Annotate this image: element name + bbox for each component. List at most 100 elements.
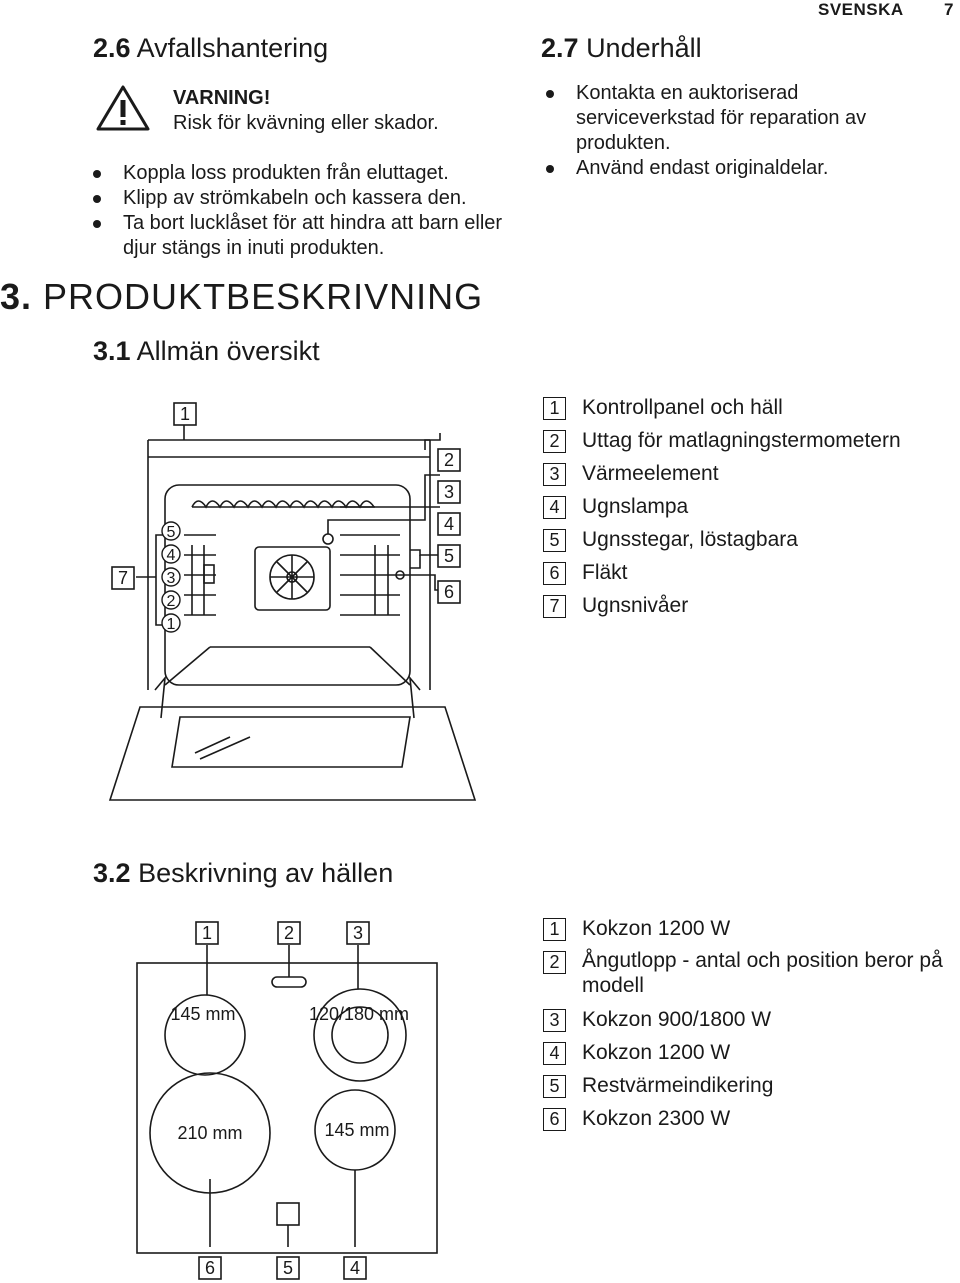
- chapter-title: PRODUKTBESKRIVNING: [43, 276, 484, 317]
- section-3-2-heading: 3.2 Beskrivning av hällen: [93, 858, 393, 889]
- section-2-7-heading: 2.7 Underhåll: [541, 33, 702, 64]
- callout-box: [173, 402, 197, 426]
- callout-7: 7: [118, 568, 128, 588]
- legend-text: Restvärmeindikering: [582, 1074, 774, 1097]
- legend-text: Kontrollpanel och häll: [582, 396, 783, 419]
- hob-callout-3: 3: [353, 923, 363, 943]
- shelf-level-1: 1: [167, 616, 176, 633]
- section-3-1-heading: 3.1 Allmän översikt: [93, 336, 320, 367]
- zone-label-3: 210 mm: [177, 1123, 242, 1143]
- hob-callout-4: 4: [350, 1258, 360, 1278]
- section-number: 3.1: [93, 336, 131, 366]
- callout-5: 5: [444, 546, 454, 566]
- legend-number: 3: [543, 463, 566, 486]
- legend-item: 5 Restvärmeindikering: [543, 1072, 953, 1105]
- list-item: Koppla loss produkten från eluttaget.: [93, 161, 513, 186]
- warning-block: VARNING! Risk för kvävning eller skador.: [173, 86, 503, 136]
- page-number: 7: [944, 0, 954, 19]
- section-title: Allmän översikt: [136, 336, 320, 366]
- legend-number: 6: [543, 562, 566, 585]
- warning-icon: [96, 85, 150, 131]
- legend-number: 4: [543, 1042, 566, 1065]
- legend-text: Ugnsnivåer: [582, 594, 689, 617]
- callout-4: 4: [444, 514, 454, 534]
- legend-text: Kokzon 1200 W: [582, 1041, 731, 1064]
- legend-item: 1 Kokzon 1200 W: [543, 915, 953, 948]
- shelf-level-4: 4: [167, 547, 176, 564]
- legend-item: 6 Kokzon 2300 W: [543, 1105, 953, 1138]
- callout-6: 6: [444, 582, 454, 602]
- legend-text: Kokzon 1200 W: [582, 917, 731, 940]
- legend-number: 2: [543, 951, 566, 974]
- callout-box: [437, 480, 461, 504]
- legend-number: 4: [543, 496, 566, 519]
- callout-box: [437, 448, 461, 472]
- warning-title: VARNING!: [173, 87, 271, 109]
- header-language: SVENSKA: [818, 0, 904, 19]
- zone-label-1: 145 mm: [170, 1004, 235, 1024]
- legend-number: 5: [543, 529, 566, 552]
- legend-item: 6 Fläkt: [543, 559, 953, 592]
- oven-legend: 1 Kontrollpanel och häll 2 Uttag för matla…: [543, 394, 953, 625]
- shelf-level-3: 3: [167, 570, 176, 587]
- callout-box: [437, 580, 461, 604]
- hob-callout-2: 2: [284, 923, 294, 943]
- legend-number: 3: [543, 1009, 566, 1032]
- legend-number: 5: [543, 1075, 566, 1098]
- list-item: Använd endast originaldelar.: [546, 156, 906, 181]
- list-item: Ta bort lucklåset för att hindra att bar…: [93, 211, 513, 261]
- legend-item: 3 Kokzon 900/1800 W: [543, 1006, 953, 1039]
- legend-item: 2 Uttag för matlagningstermometern: [543, 427, 953, 460]
- shelf-level-5: 5: [167, 524, 176, 541]
- section-2-6-heading: 2.6 Avfallshantering: [93, 33, 328, 64]
- hob-figure: 145 mm 120/180 mm 210 mm 145 mm 1 2 3 6 …: [136, 921, 438, 1280]
- section-number: 3.2: [93, 858, 131, 888]
- callout-box: [437, 512, 461, 536]
- legend-text: Ugnsstegar, löstagbara: [582, 528, 798, 551]
- section-title: Avfallshantering: [136, 33, 329, 63]
- warning-text: Risk för kvävning eller skador.: [173, 112, 439, 134]
- legend-number: 2: [543, 430, 566, 453]
- legend-item: 3 Värmeelement: [543, 460, 953, 493]
- zone-label-2: 120/180 mm: [309, 1004, 409, 1024]
- callout-3: 3: [444, 482, 454, 502]
- list-item: Klipp av strömkabeln och kassera den.: [93, 186, 513, 211]
- shelf-level-2: 2: [167, 593, 176, 610]
- legend-text: Uttag för matlagningstermometern: [582, 429, 901, 452]
- legend-item: 4 Ugnslampa: [543, 493, 953, 526]
- legend-text: Ugnslampa: [582, 495, 689, 518]
- section-number: 2.7: [541, 33, 579, 63]
- hob-callout-5: 5: [283, 1258, 293, 1278]
- legend-text: Kokzon 2300 W: [582, 1107, 731, 1130]
- callout-box: [111, 566, 135, 590]
- hob-callout-1: 1: [202, 923, 212, 943]
- legend-text: Fläkt: [582, 561, 628, 584]
- chapter-number: 3.: [0, 276, 33, 317]
- legend-number: 7: [543, 595, 566, 618]
- oven-overview-figure: 1 2 3 4 5 6 7 5 4 3 2 1: [108, 402, 477, 801]
- legend-text: Värmeelement: [582, 462, 719, 485]
- chapter-3-heading: 3. PRODUKTBESKRIVNING: [0, 276, 483, 318]
- legend-number: 1: [543, 918, 566, 941]
- legend-item: 5 Ugnsstegar, löstagbara: [543, 526, 953, 559]
- section-2-6-bullets: Koppla loss produkten från eluttaget. Kl…: [93, 161, 513, 261]
- hob-callout-6: 6: [205, 1258, 215, 1278]
- section-2-7-bullets: Kontakta en auktoriserad serviceverkstad…: [546, 81, 906, 181]
- legend-number: 6: [543, 1108, 566, 1131]
- legend-item: 2 Ångutlopp - antal och position beror på…: [543, 948, 953, 1006]
- callout-box: [437, 544, 461, 568]
- legend-number: 1: [543, 397, 566, 420]
- section-title: Underhåll: [586, 33, 702, 63]
- section-number: 2.6: [93, 33, 131, 63]
- callout-1: 1: [180, 404, 190, 424]
- legend-item: 4 Kokzon 1200 W: [543, 1039, 953, 1072]
- legend-text: Kokzon 900/1800 W: [582, 1008, 772, 1031]
- callout-2: 2: [444, 450, 454, 470]
- zone-label-4: 145 mm: [324, 1120, 389, 1140]
- section-title: Beskrivning av hällen: [138, 858, 394, 888]
- legend-item: 1 Kontrollpanel och häll: [543, 394, 953, 427]
- legend-text: Ångutlopp - antal och position beror på …: [582, 949, 943, 997]
- legend-item: 7 Ugnsnivåer: [543, 592, 953, 625]
- list-item: Kontakta en auktoriserad serviceverkstad…: [546, 81, 906, 156]
